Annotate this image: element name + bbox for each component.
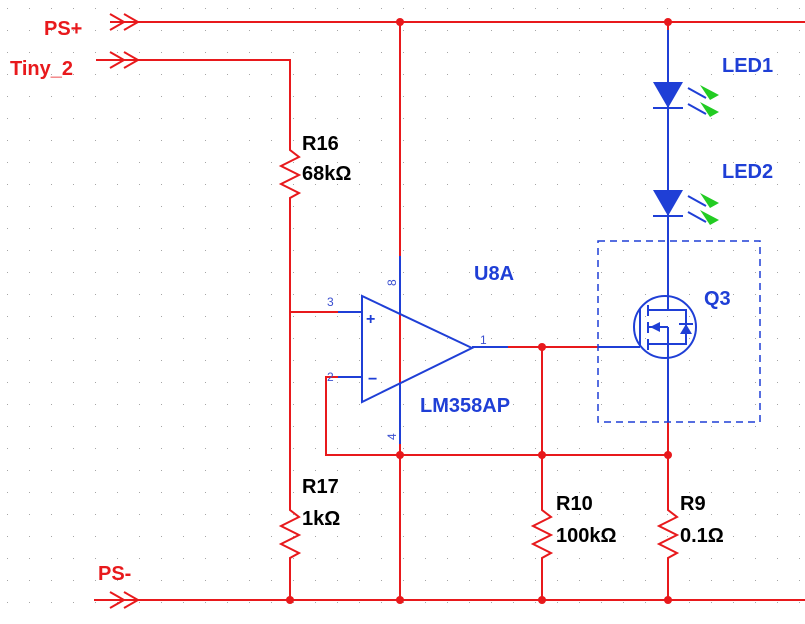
opamp-u8a: + − 3 2 1 8 4 U8A LM358AP [327, 256, 514, 444]
r10-ref: R10 [556, 493, 593, 515]
mosfet-q3: Q3 [597, 240, 761, 423]
opamp-ref-label: U8A [474, 263, 514, 285]
r16-ref: R16 [302, 133, 339, 155]
net-connector-ps-plus: PS+ [44, 13, 148, 40]
r16-value: 68kΩ [302, 163, 351, 185]
mosfet-label: Q3 [704, 288, 731, 310]
led2-label: LED2 [722, 161, 773, 183]
pin-1-label: 1 [480, 333, 487, 347]
net-connector-tiny-2: Tiny_2 [10, 51, 148, 80]
resistor-r17: R17 1kΩ [278, 476, 340, 566]
opamp-part-label: LM358AP [420, 395, 510, 417]
led2: LED2 [653, 161, 773, 225]
r17-ref: R17 [302, 476, 339, 498]
r17-value: 1kΩ [302, 508, 340, 530]
junction-dots [286, 18, 672, 604]
opamp-plus-sign: + [366, 311, 375, 328]
net-connector-ps-minus: PS- [94, 563, 148, 609]
pin-8-label: 8 [385, 279, 399, 286]
resistor-r16: R16 68kΩ [278, 133, 351, 206]
net-label-ps-minus: PS- [98, 563, 131, 585]
resistor-r10: R10 100kΩ [530, 493, 617, 566]
pin-3-label: 3 [327, 295, 334, 309]
pin-2-label: 2 [327, 370, 334, 384]
r9-ref: R9 [680, 493, 706, 515]
net-label-ps-plus: PS+ [44, 18, 82, 40]
r9-value: 0.1Ω [680, 525, 724, 547]
r10-value: 100kΩ [556, 525, 617, 547]
resistor-r9: R9 0.1Ω [656, 493, 724, 566]
net-label-tiny-2: Tiny_2 [10, 58, 73, 80]
led1-label: LED1 [722, 55, 773, 77]
wires [148, 21, 805, 601]
pin-4-label: 4 [385, 433, 399, 440]
opamp-minus-sign: − [368, 371, 377, 388]
led1: LED1 [653, 55, 773, 117]
